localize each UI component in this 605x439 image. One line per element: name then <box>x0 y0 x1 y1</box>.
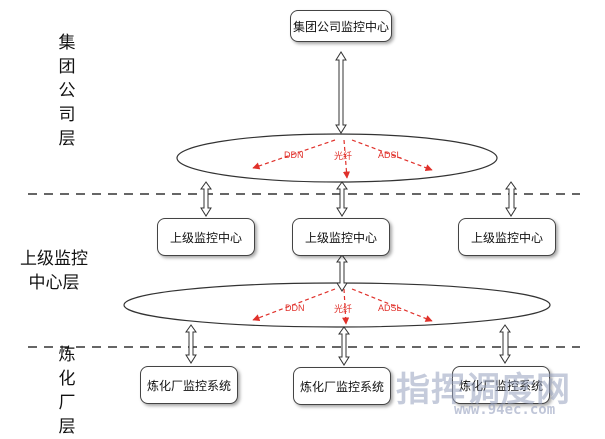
connector-arrows <box>185 51 517 366</box>
link-label-ddn-bottom: DDN <box>285 303 305 313</box>
node-refinery-2: 炼化厂监控系统 <box>293 367 391 405</box>
link-arrows-top <box>252 139 433 179</box>
link-label-fiber-bottom: 光纤 <box>334 303 352 314</box>
network-ellipse-top <box>176 133 498 183</box>
link-label-adsl-top: ADSL <box>378 150 402 160</box>
link-label-fiber-top: 光纤 <box>334 150 352 161</box>
link-arrows-bottom <box>252 288 433 325</box>
link-label-ddn-top: DDN <box>284 150 304 160</box>
node-refinery-3: 炼化厂监控系统 <box>452 366 550 404</box>
node-refinery-1: 炼化厂监控系统 <box>140 366 238 404</box>
layer-label-upper: 上级监控 中心层 <box>20 249 88 293</box>
node-upper-center-2: 上级监控中心 <box>292 218 390 256</box>
node-group-center: 集团公司监控中心 <box>290 10 392 42</box>
node-upper-center-3: 上级监控中心 <box>458 218 556 256</box>
link-label-adsl-bottom: ADSL <box>378 303 402 313</box>
node-upper-center-1: 上级监控中心 <box>157 218 255 256</box>
layer-label-group: 集团 公司 层 <box>58 33 76 149</box>
layer-label-refinery: 炼 化 厂 层 <box>58 345 76 437</box>
